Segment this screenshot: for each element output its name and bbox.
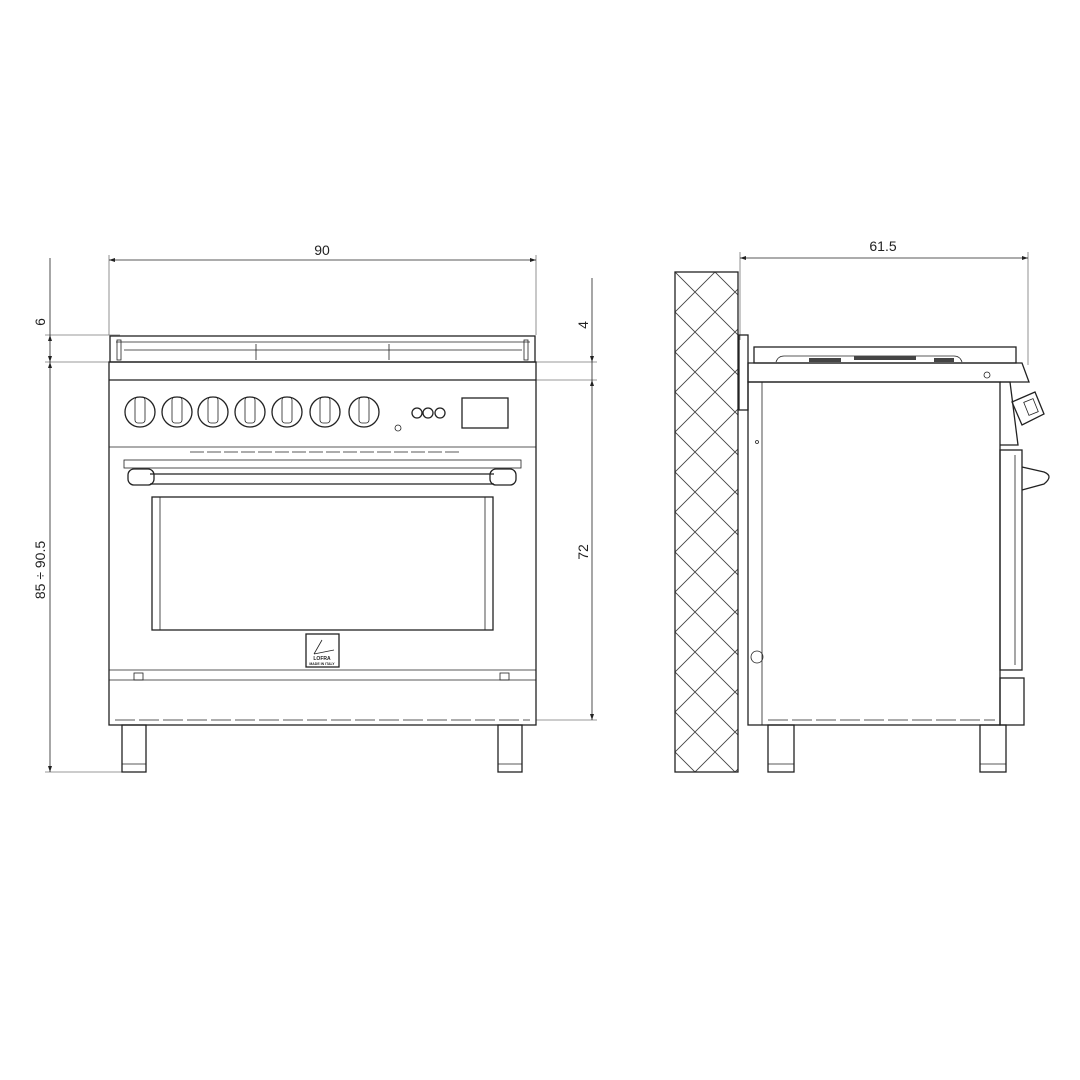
side-cooktop (747, 346, 1030, 383)
logo-brand: LOFRA (313, 656, 331, 662)
knob (309, 396, 341, 428)
knob (271, 396, 303, 428)
timer-display (461, 397, 509, 429)
knob (348, 396, 380, 428)
side-body (747, 381, 1001, 726)
knob (161, 396, 193, 428)
oven-door (109, 459, 536, 671)
side-view: 61.5 (674, 238, 1050, 773)
side-knob (1000, 381, 1045, 446)
range-body (108, 361, 537, 726)
front-view: 90 6 85 ÷ 90.5 4 72 (32, 242, 597, 773)
control-buttons (411, 407, 446, 419)
side-feet (767, 724, 1007, 773)
total-height-label: 85 ÷ 90.5 (32, 541, 48, 599)
top-height-label: 6 (32, 318, 48, 326)
plinth (109, 672, 536, 721)
right-height-dimensions: 4 72 (536, 278, 597, 721)
logo-tagline: MADE IN ITALY (309, 662, 335, 666)
left-height-dimensions: 6 85 ÷ 90.5 (32, 258, 122, 773)
knob (234, 396, 266, 428)
control-knobs (124, 396, 380, 428)
backguard (738, 334, 749, 411)
side-door (999, 449, 1050, 726)
front-feet (121, 724, 523, 773)
body-height-label: 72 (575, 544, 591, 560)
cooktop (109, 335, 536, 363)
indicator-light (394, 424, 402, 432)
lofra-logo: LOFRA MADE IN ITALY (305, 633, 340, 668)
knob (124, 396, 156, 428)
width-dimension: 90 (108, 242, 537, 335)
trim-label: 4 (575, 321, 591, 329)
width-label: 90 (314, 242, 330, 258)
depth-dimension: 61.5 (739, 238, 1029, 365)
knob (197, 396, 229, 428)
depth-label: 61.5 (869, 238, 896, 254)
wall (674, 271, 739, 773)
